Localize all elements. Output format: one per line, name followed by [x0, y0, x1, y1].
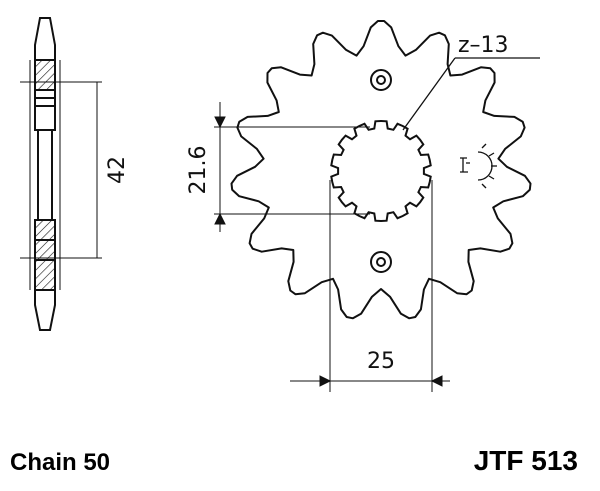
sprocket-outline [230, 20, 532, 320]
sprocket-teeth-profile [230, 20, 532, 320]
mounting-hole-bottom [370, 251, 392, 273]
side-view [29, 17, 61, 331]
side-view-hatch-upper [34, 59, 56, 91]
side-view-hub [37, 129, 53, 221]
part-number: JTF 513 [474, 445, 578, 476]
pcd-dimension [214, 102, 370, 232]
side-view-bottom-tooth [34, 289, 56, 331]
bore-label: 25 [367, 349, 395, 374]
pcd-label: 21.6 [186, 146, 211, 195]
chain-caption: Chain 50 [10, 449, 110, 476]
spline-bore-profile [330, 119, 432, 223]
side-height-label: 42 [105, 156, 130, 184]
side-mark-icon [460, 143, 497, 189]
bore-dimension [290, 180, 450, 392]
side-height-dimension [20, 81, 102, 259]
tooth-count-leader [402, 57, 540, 131]
mounting-hole-top [370, 69, 392, 91]
side-view-hub-upper [34, 89, 56, 131]
tooth-count-label: z–13 [458, 33, 509, 58]
spline-bore [330, 119, 432, 223]
side-view-top-tooth [34, 17, 56, 61]
